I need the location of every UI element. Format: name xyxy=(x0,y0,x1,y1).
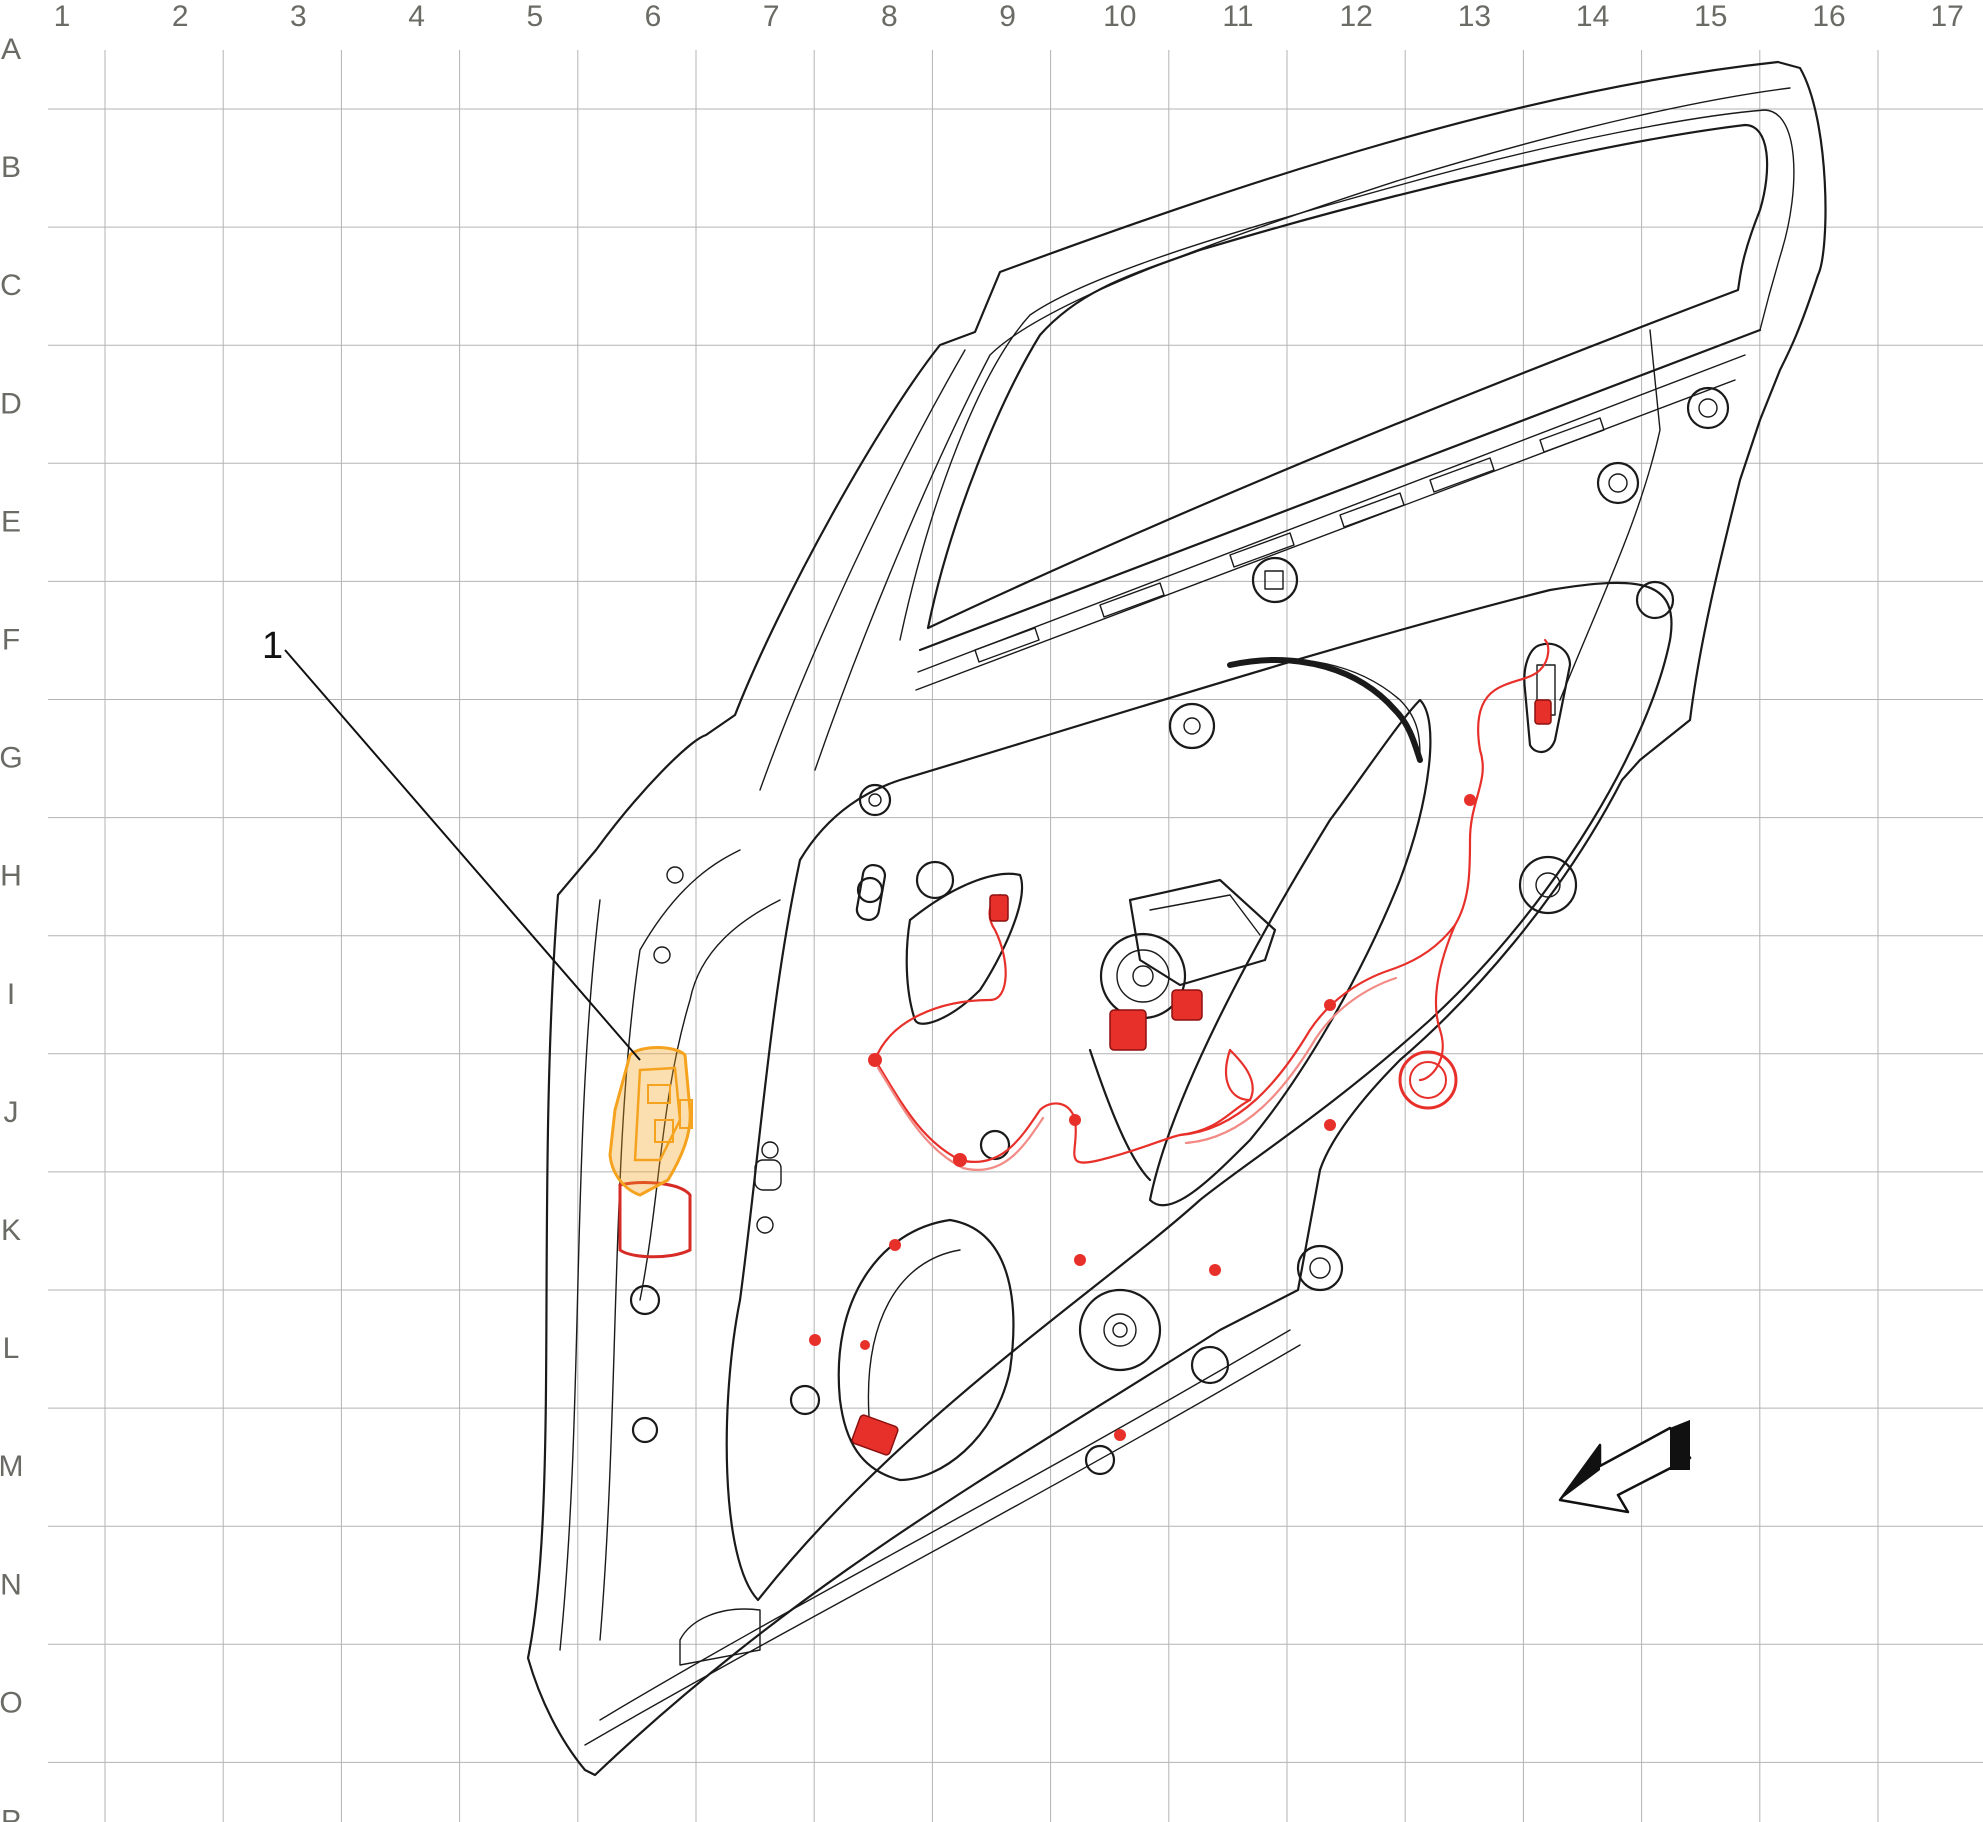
grid-column-label: 7 xyxy=(763,0,780,33)
door-lock-component-orange xyxy=(608,1046,693,1197)
grid-column-label: 3 xyxy=(290,0,307,33)
latch-housing xyxy=(1523,642,1572,753)
grid-row-label: B xyxy=(1,151,21,184)
grid-column-label: 2 xyxy=(172,0,189,33)
hinge-pillar-line-2 xyxy=(599,849,741,1641)
rear-door-assembly: 1 xyxy=(262,60,1827,1777)
grid-row-label: J xyxy=(4,1096,19,1129)
upper-access-hole xyxy=(905,872,1023,1025)
grid-row-label: G xyxy=(0,742,23,775)
grid-column-label: 1 xyxy=(54,0,71,33)
grid-column-label: 9 xyxy=(999,0,1016,33)
grid-row-label: H xyxy=(0,860,22,893)
door-bottom-line xyxy=(599,1329,1291,1721)
grid-column-label: 17 xyxy=(1931,0,1964,33)
belt-line-rail xyxy=(918,328,1762,652)
grid-column-label: 4 xyxy=(408,0,425,33)
lower-pocket xyxy=(679,1608,761,1666)
grid-row-labels: A B C D E F G H I J K L M N O P xyxy=(0,33,24,1822)
callout-1-leader xyxy=(284,649,641,1061)
grid-column-label: 6 xyxy=(645,0,662,33)
hinge-pillar-line-3 xyxy=(639,899,781,1301)
lower-access-hole-inner xyxy=(867,1249,961,1431)
grid-column-label: 14 xyxy=(1576,0,1609,33)
inner-panel-contour xyxy=(725,581,1673,1602)
grid-row-label: O xyxy=(0,1686,23,1719)
window-frame-outer xyxy=(814,87,1791,771)
grid-column-label: 12 xyxy=(1340,0,1373,33)
door-bottom-line-2 xyxy=(584,1344,1301,1746)
regulator-rail xyxy=(1088,1048,1152,1182)
hinge-pillar-line xyxy=(559,899,601,1651)
grid-column-label: 16 xyxy=(1812,0,1845,33)
grid-row-label: N xyxy=(0,1568,22,1601)
lower-access-hole xyxy=(837,1218,1015,1482)
grid-column-label: 15 xyxy=(1694,0,1727,33)
grid-row-label: M xyxy=(0,1450,24,1483)
grid-row-label: P xyxy=(1,1805,21,1822)
callout-1-label: 1 xyxy=(262,625,283,667)
grid-row-label: D xyxy=(0,387,22,420)
grid-row-label: F xyxy=(2,624,20,657)
grid-row-label: L xyxy=(3,1332,20,1365)
grid-row-label: K xyxy=(1,1214,21,1247)
grid-row-label: E xyxy=(1,505,21,538)
fasteners xyxy=(629,386,1730,1476)
handle-cable xyxy=(1559,329,1661,701)
front-direction-arrow-icon xyxy=(1558,1420,1692,1514)
regulator-cable xyxy=(1227,657,1423,763)
belt-line-rail-lower-2 xyxy=(915,379,1736,691)
grid-column-label: 13 xyxy=(1458,0,1491,33)
grid-row-label: C xyxy=(0,269,22,302)
door-wiring-harness xyxy=(618,638,1552,1456)
door-outer-panel xyxy=(526,60,1827,1777)
grid-column-label: 10 xyxy=(1103,0,1136,33)
window-frame-inner xyxy=(899,109,1795,641)
belt-line-rail-lower xyxy=(917,354,1746,673)
grid-column-label: 11 xyxy=(1222,0,1253,33)
grid-column-label: 5 xyxy=(526,0,543,33)
grid-column-label: 8 xyxy=(881,0,898,33)
door-window-glass xyxy=(926,123,1769,630)
grid-row-label: I xyxy=(7,978,15,1011)
door-edge-line xyxy=(759,349,966,791)
belt-clips xyxy=(974,417,1605,663)
grid-lines xyxy=(48,50,1983,1822)
regulator-opening xyxy=(1148,698,1432,1207)
grid-row-label: A xyxy=(1,33,21,66)
